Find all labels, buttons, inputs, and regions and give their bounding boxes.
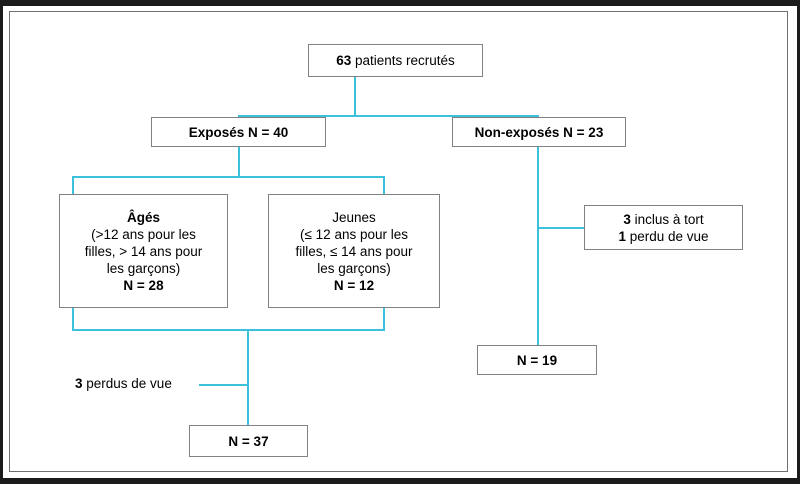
label-lost-to-followup: 3 perdus de vue xyxy=(75,375,172,392)
connector-root-down xyxy=(354,76,356,116)
exclusions-lost-count: 1 xyxy=(618,228,626,244)
exclusions-wrongly-included-count: 3 xyxy=(623,211,631,227)
connector-exposed-down xyxy=(238,146,240,178)
connector-level2-bar xyxy=(72,176,385,178)
connector-merge-bar xyxy=(72,329,385,331)
node-exclusions-line1: 3 inclus à tort xyxy=(623,211,703,228)
connector-exclusion-stub xyxy=(537,227,585,229)
node-younger-criteria-line3: les garçons) xyxy=(317,260,391,276)
node-exclusions[interactable]: 3 inclus à tort 1 perdu de vue xyxy=(584,205,743,250)
node-nonexposed-final[interactable]: N = 19 xyxy=(477,345,597,375)
recruited-count: 63 xyxy=(336,53,352,68)
recruited-label: patients recrutés xyxy=(351,53,455,68)
node-older-count: N = 28 xyxy=(123,277,164,293)
connector-merged-trunk xyxy=(247,329,249,425)
node-nonexposed[interactable]: Non-exposés N = 23 xyxy=(452,117,626,147)
node-older-heading: Âgés xyxy=(126,209,160,225)
node-younger-criteria-line2: filles, ≤ 14 ans pour xyxy=(295,243,413,259)
connector-nonexposed-trunk xyxy=(537,146,539,346)
node-exclusions-line2: 1 perdu de vue xyxy=(618,228,708,245)
lost-followup-count: 3 xyxy=(75,376,83,391)
node-exposed-final-label: N = 37 xyxy=(228,433,269,449)
node-exposed-label: Exposés N = 40 xyxy=(188,124,289,140)
connector-younger-down xyxy=(383,307,385,331)
connector-lost-followup-stub xyxy=(199,384,249,386)
lost-followup-text: perdus de vue xyxy=(82,376,172,391)
connector-to-older xyxy=(72,176,74,195)
connector-to-younger xyxy=(383,176,385,195)
node-older-criteria-line2: filles, > 14 ans pour xyxy=(84,243,203,259)
exclusions-wrongly-included-label: inclus à tort xyxy=(630,211,704,227)
node-nonexposed-label: Non-exposés N = 23 xyxy=(474,124,604,140)
node-younger-group[interactable]: Jeunes (≤ 12 ans pour les filles, ≤ 14 a… xyxy=(268,194,440,308)
node-recruited-patients-text: 63 patients recrutés xyxy=(336,52,455,69)
node-recruited-patients[interactable]: 63 patients recrutés xyxy=(308,44,483,77)
node-older-criteria-line1: (>12 ans pour les xyxy=(91,226,196,242)
node-younger-criteria-line1: (≤ 12 ans pour les xyxy=(300,226,408,242)
exclusions-lost-label: perdu de vue xyxy=(625,228,709,244)
node-older-criteria-line3: les garçons) xyxy=(106,260,181,276)
node-younger-heading: Jeunes xyxy=(332,209,376,225)
node-younger-count: N = 12 xyxy=(333,277,375,293)
node-exposed[interactable]: Exposés N = 40 xyxy=(151,117,326,147)
node-exposed-final[interactable]: N = 37 xyxy=(189,425,308,457)
node-older-group[interactable]: Âgés (>12 ans pour les filles, > 14 ans … xyxy=(59,194,228,308)
connector-level1-bar xyxy=(238,115,538,117)
node-nonexposed-final-label: N = 19 xyxy=(516,352,558,368)
connector-older-down xyxy=(72,307,74,331)
